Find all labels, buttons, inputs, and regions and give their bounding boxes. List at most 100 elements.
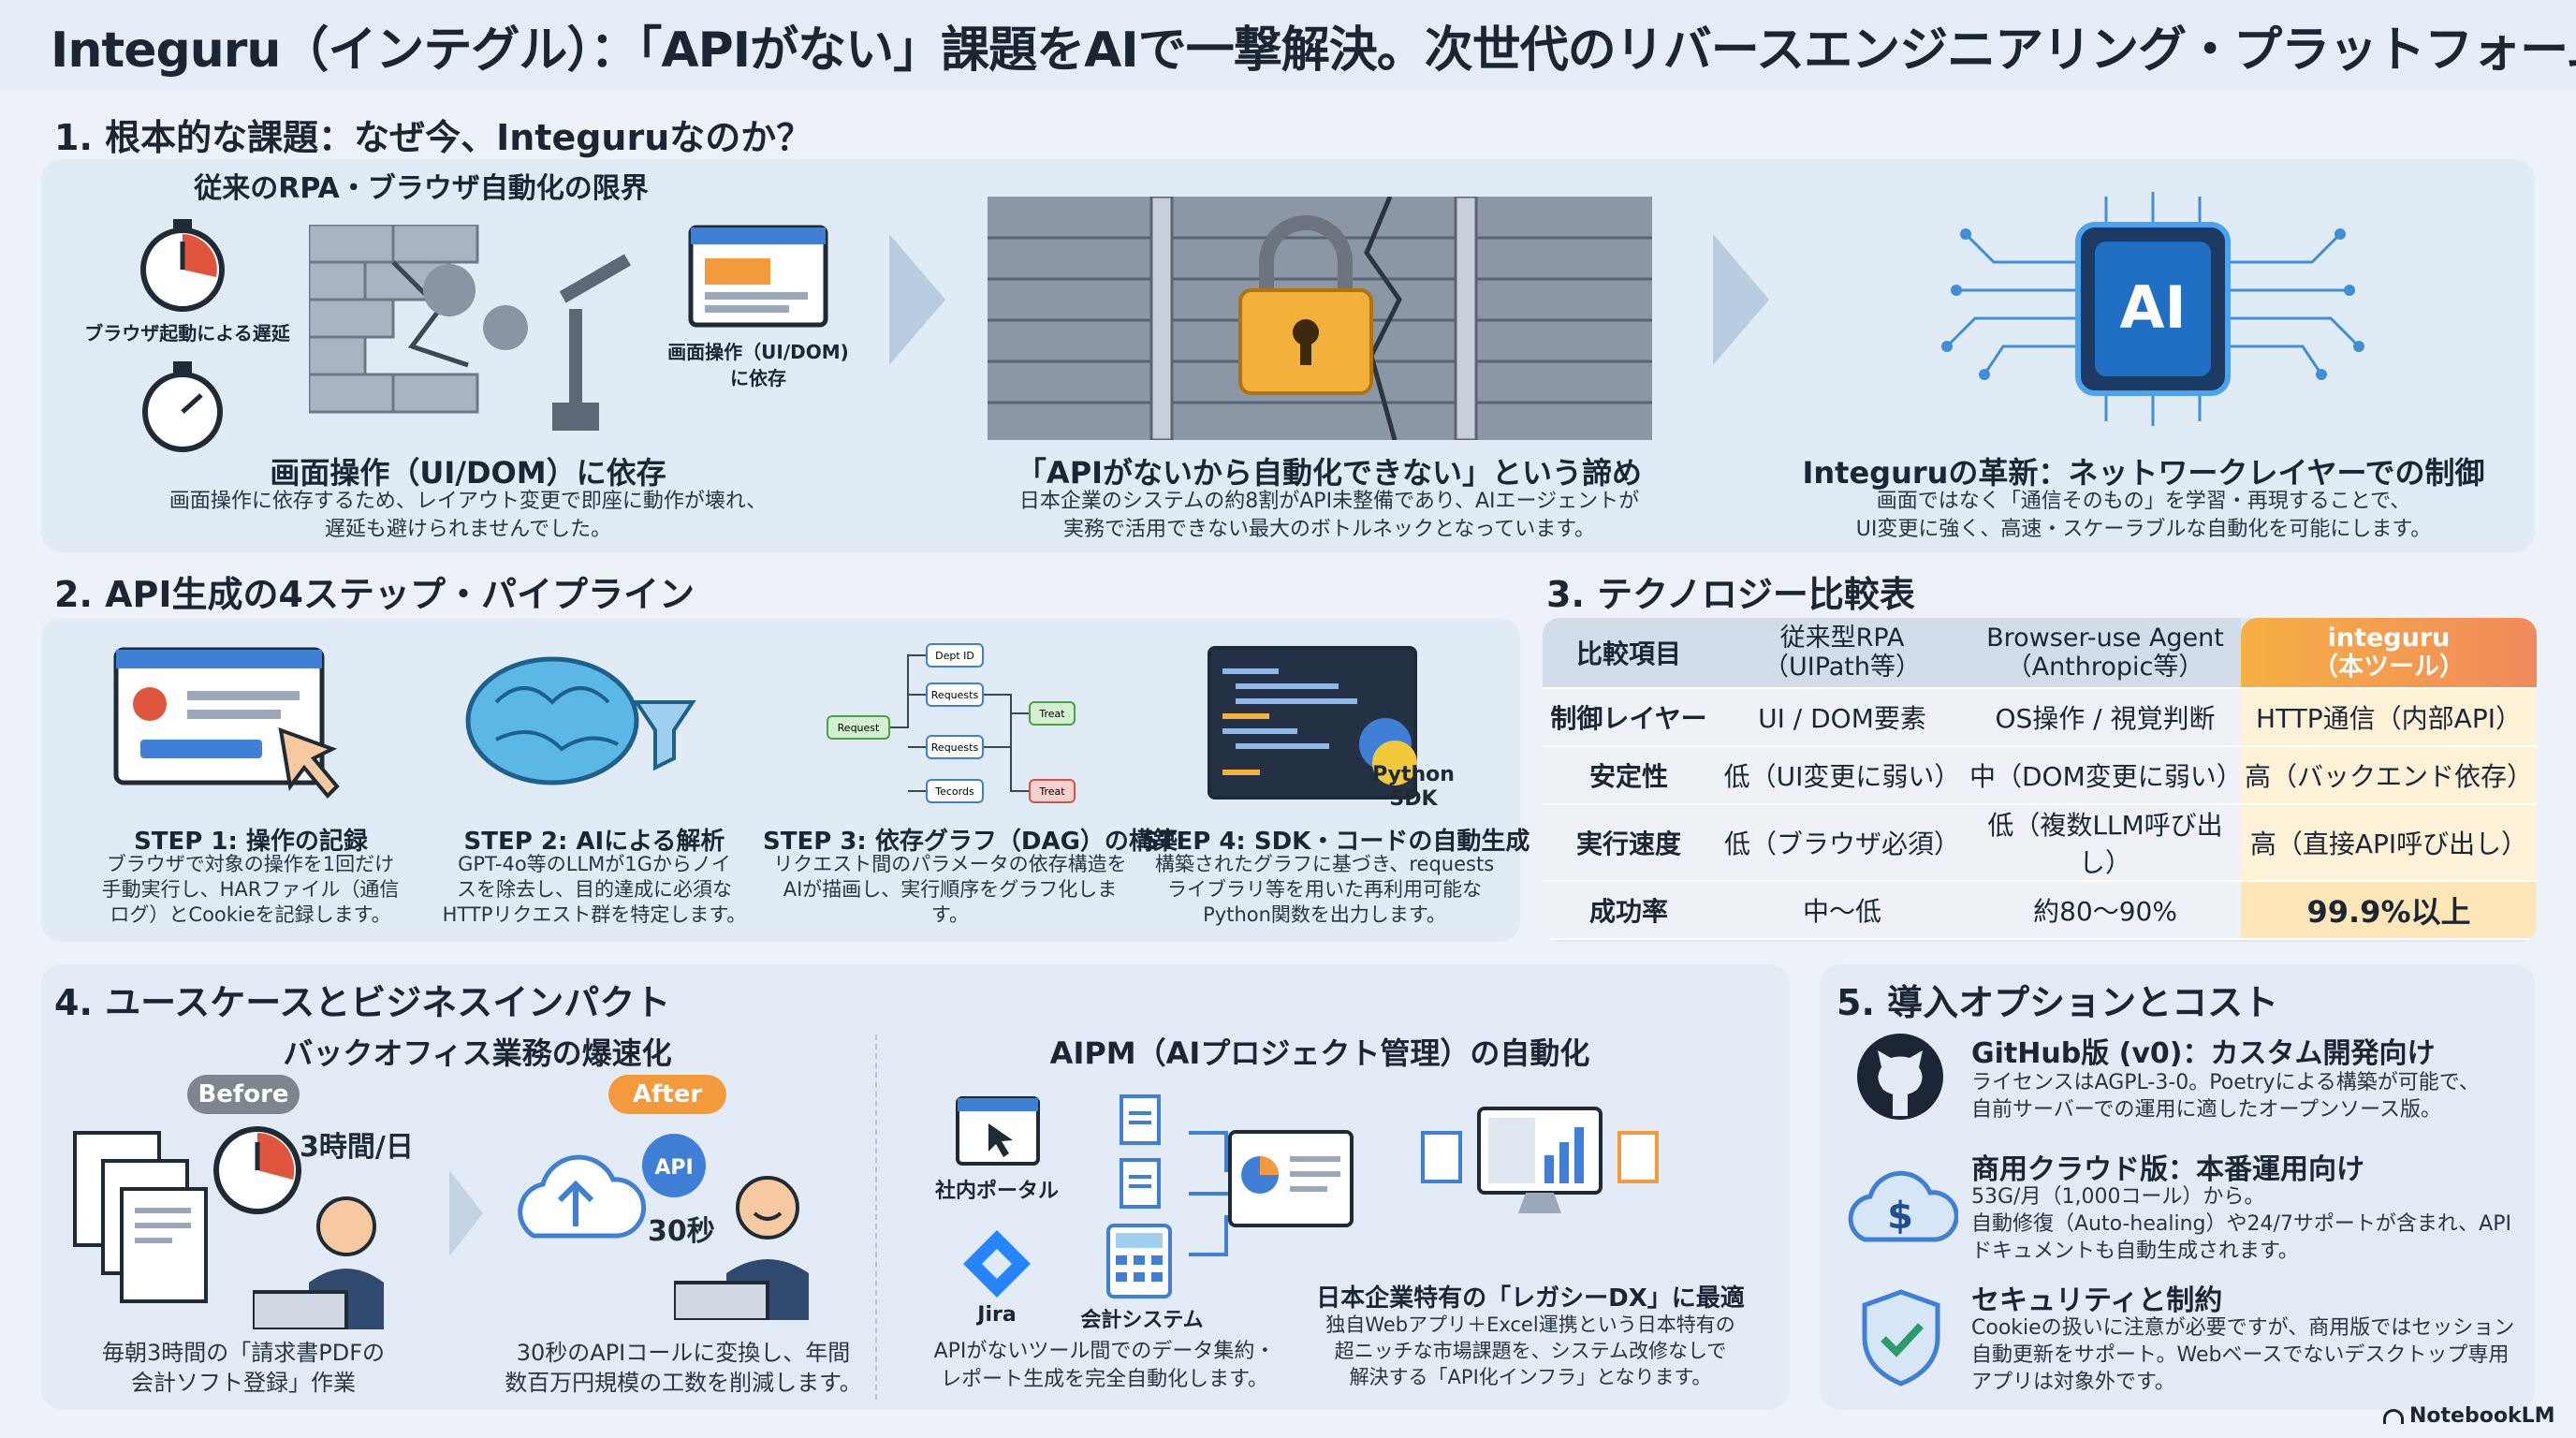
after-time: 30秒 — [648, 1215, 715, 1248]
panel2-caption: 「APIがないから自動化できない」という諦め — [1016, 455, 1643, 491]
step1-title: STEP 1: 操作の記録 — [134, 828, 368, 856]
api-gear-icon: API — [637, 1128, 711, 1203]
cell-agent: 中（DOM変更に弱い） — [1969, 747, 2243, 805]
option-cloud-desc-2: 自動修復（Auto-healing）や24/7サポートが含まれ、API — [1971, 1212, 2511, 1236]
step2-desc-3: HTTPリクエスト群を特定します。 — [442, 903, 747, 926]
step1-desc-2: 手動実行し、HARファイル（通信 — [101, 878, 400, 901]
step3-desc-2: AIが描画し、実行順序をグラフ化しま — [783, 878, 1118, 901]
cell-integuru: 高（バックエンド依存） — [2241, 747, 2537, 805]
jira-label: Jira — [977, 1303, 1017, 1327]
monitor-dashboard-icon — [1413, 1105, 1666, 1226]
dag-node: Dept ID — [935, 650, 974, 662]
cell-rpa: 低（UI変更に弱い） — [1715, 747, 1969, 805]
timer-icon — [136, 356, 229, 459]
col-head-rpa: 従来型RPA（UIPath等） — [1715, 618, 1969, 689]
option-security-desc-3: アプリは対象外です。 — [1971, 1371, 2175, 1394]
legacy-dx-desc-2: 超ニッチな市場課題を、システム改修なしで — [1334, 1340, 1727, 1362]
section3-heading: 3. テクノロジー比較表 — [1546, 574, 1915, 615]
comparison-table-wrap: 比較項目 従来型RPA（UIPath等） Browser-use Agent（A… — [1543, 618, 2537, 942]
calculator-icon — [1105, 1222, 1174, 1300]
sdk-label: SDK — [1389, 787, 1438, 811]
svg-text:$: $ — [1887, 1195, 1913, 1238]
panel1-desc-1: 画面操作に依存するため、レイアウト変更で即座に動作が壊れ、 — [168, 490, 768, 513]
stopwatch-icon — [136, 213, 229, 316]
comparison-table: 比較項目 従来型RPA（UIPath等） Browser-use Agent（A… — [1543, 618, 2537, 940]
code-editor-icon — [1208, 646, 1423, 805]
cell-rpa: 低（ブラウザ必須） — [1715, 805, 1969, 882]
clock-icon — [211, 1123, 304, 1217]
browser-window-icon — [688, 225, 828, 328]
screen-ops-label-2: に依存 — [730, 367, 786, 389]
option-cloud-desc-3: ドキュメントも自動生成されます。 — [1971, 1240, 2299, 1263]
backoffice-title: バックオフィス業務の爆速化 — [283, 1035, 672, 1071]
dag-node: Tecords — [934, 785, 974, 798]
shield-check-icon — [1859, 1288, 1943, 1387]
step1-desc-3: ログ）とCookieを記録します。 — [110, 903, 391, 926]
legacy-dx-desc-1: 独自Webアプリ＋Excel運携という日本特有の — [1325, 1313, 1735, 1336]
step4-desc-3: Python関数を出力します。 — [1203, 903, 1446, 926]
panel1-desc-2: 遅延も避けられませんでした。 — [324, 518, 612, 541]
accounting-label: 会計システム — [1080, 1309, 1204, 1332]
stressed-worker-icon — [253, 1189, 421, 1329]
cell-rpa: 中〜低 — [1715, 882, 1969, 940]
cell-agent: 約80〜90% — [1969, 882, 2241, 940]
panel2-desc-2: 実務で活用できない最大のボトルネックとなっています。 — [1062, 518, 1596, 541]
python-label: Python — [1372, 763, 1455, 786]
after-desc-2: 数百万円規模の工数を削減します。 — [505, 1370, 862, 1396]
step2-title: STEP 2: AIによる解析 — [463, 828, 725, 856]
section2-heading: 2. API生成の4ステップ・パイプライン — [54, 574, 695, 615]
row-label: 制御レイヤー — [1543, 689, 1715, 747]
step2-desc-1: GPT-4o等のLLMが1Gからノイ — [458, 853, 731, 875]
rpa-limits-header: 従来のRPA・ブラウザ自動化の限界 — [194, 172, 649, 205]
locked-wall-icon — [988, 197, 1652, 440]
row-label: 成功率 — [1543, 882, 1715, 940]
dag-node: Treat — [1038, 785, 1065, 798]
cell-rpa: UI / DOM要素 — [1715, 689, 1969, 747]
aipm-desc-1: APIがないツール間でのデータ集約・ — [933, 1340, 1276, 1363]
col-head-integuru: integuru（本ツール） — [2241, 618, 2537, 689]
panel1-caption: 画面操作（UI/DOM）に依存 — [270, 455, 666, 491]
portal-label: 社内ポータル — [934, 1180, 1059, 1203]
option-github-desc-2: 自前サーバーでの運用に適したオープンソース版。 — [1971, 1098, 2442, 1122]
jira-icon — [959, 1226, 1034, 1301]
step4-desc-1: 構築されたグラフに基づき、requests — [1154, 853, 1495, 875]
before-time: 3時間/日 — [300, 1131, 414, 1164]
arrow-right-icon — [1713, 234, 1769, 365]
portal-window-icon — [955, 1095, 1041, 1167]
before-badge: Before — [187, 1075, 300, 1114]
after-badge: After — [608, 1075, 726, 1114]
brain-icon — [459, 646, 702, 796]
row-label: 安定性 — [1543, 747, 1715, 805]
cloud-dollar-icon: $ — [1842, 1157, 1958, 1251]
before-desc-2: 会計ソフト登録」作業 — [131, 1370, 356, 1396]
option-github-desc-1: ライセンスはAGPL-3-0。Poetryによる構築が可能で、 — [1971, 1071, 2480, 1094]
legacy-dx-title: 日本企業特有の「レガシーDX」に最適 — [1316, 1284, 1745, 1313]
option-cloud-title: 商用クラウド版：本番運用向け — [1971, 1153, 2364, 1186]
step3-desc-3: す。 — [931, 903, 969, 926]
after-desc-1: 30秒のAPIコールに変換し、年間 — [516, 1340, 851, 1366]
dag-graph: Dept ID Requests Request Requests Treat … — [814, 637, 1076, 805]
step4-desc-2: ライブラリ等を用いた再利用可能な — [1167, 878, 1482, 901]
notebooklm-brand: NotebookLM — [2383, 1404, 2554, 1428]
cracked-wall-icon — [309, 225, 674, 440]
section1-heading: 1. 根本的な課題：なぜ今、Integuruなのか？ — [54, 117, 812, 158]
browser-delay-label: ブラウザ起動による遅延 — [84, 322, 290, 345]
step3-desc-1: リクエスト間のパラメータの依存構造を — [773, 853, 1127, 875]
option-github-title: GitHub版 (v0)：カスタム開発向け — [1971, 1037, 2436, 1070]
section4-heading-overlay: 4. ユースケースとビジネスインパクト — [54, 982, 671, 1023]
dag-node: Treat — [1038, 708, 1065, 720]
dag-node: Requests — [931, 689, 979, 701]
option-cloud-desc-1: 53G/月（1,000コール）から。 — [1971, 1185, 2265, 1209]
arrow-right-icon — [889, 234, 945, 365]
cell-integuru: 高（直接API呼び出し） — [2241, 805, 2537, 882]
cell-agent: OS操作 / 視覚判断 — [1969, 689, 2241, 747]
option-security-desc-2: 自動更新をサポート。Webベースでないデスクトップ専用 — [1971, 1343, 2510, 1367]
cell-integuru: HTTP通信（内部API） — [2241, 689, 2537, 747]
step2-desc-2: スを除去し、目的達成に必須な — [457, 878, 732, 901]
option-security-title: セキュリティと制約 — [1971, 1284, 2223, 1317]
notebooklm-logo-icon — [2383, 1408, 2404, 1424]
step3-title: STEP 3: 依存グラフ（DAG）の構築 — [763, 828, 1178, 856]
screen-ops-label-1: 画面操作（UI/DOM) — [667, 341, 849, 363]
step1-desc-1: ブラウザで対象の操作を1回だけ — [106, 853, 395, 875]
step4-title: STEP 4: SDK・コードの自動生成 — [1142, 828, 1530, 856]
